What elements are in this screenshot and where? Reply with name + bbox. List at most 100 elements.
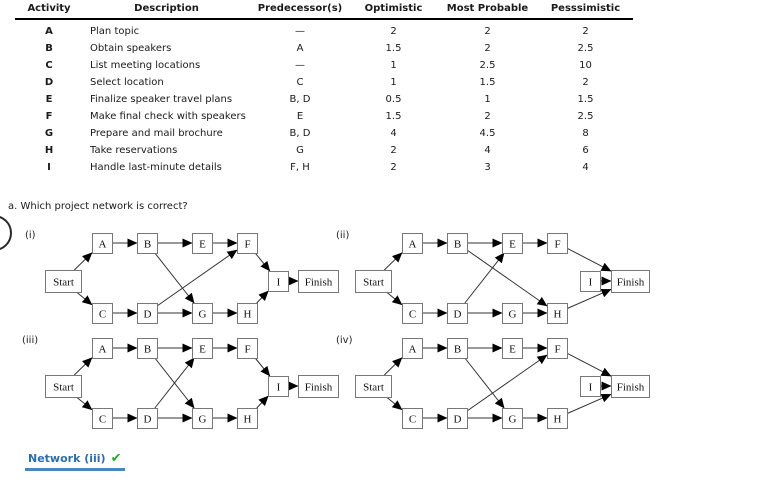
- most-probable-cell: 4: [484, 145, 491, 156]
- node-label-Start: Start: [53, 277, 74, 289]
- edge-Start-C: [386, 396, 403, 411]
- edge-D-F: [156, 249, 238, 307]
- most-probable-cell: 1: [484, 94, 491, 105]
- col-header-predecessor-s-: Predecessor(s): [250, 1, 350, 20]
- optimistic-cell: 0.5: [385, 94, 402, 105]
- node-B: [137, 338, 158, 359]
- node-H: [237, 303, 258, 324]
- node-label-I: I: [589, 382, 593, 394]
- node-label-I: I: [277, 277, 281, 289]
- node-B: [137, 233, 158, 254]
- edge-F-I: [254, 252, 271, 272]
- network-iv-label: (iv): [336, 335, 353, 346]
- node-label-I: I: [277, 382, 281, 394]
- answer-text: Network (iii): [28, 452, 106, 465]
- activity-cell: C: [45, 60, 53, 71]
- most-probable-cell: 2: [484, 43, 491, 54]
- pessimistic-cell: 2: [582, 26, 589, 37]
- edge-F-Finish: [566, 352, 612, 377]
- node-A: [92, 338, 113, 359]
- node-A: [402, 233, 423, 254]
- edge-H-I: [256, 395, 269, 409]
- predecessors-cell: C: [296, 77, 304, 88]
- node-G: [502, 408, 523, 429]
- col-header-most-probable: Most Probable: [437, 1, 538, 20]
- optimistic-cell: 2: [390, 145, 397, 156]
- network-iii-label: (iii): [22, 335, 39, 346]
- edge-B-G: [154, 252, 195, 304]
- activity-cell: I: [47, 162, 51, 173]
- node-I: [268, 271, 289, 292]
- node-label-A: A: [409, 344, 417, 356]
- network-ii-label: (ii): [336, 230, 350, 241]
- node-label-I: I: [589, 277, 593, 289]
- node-D: [447, 408, 468, 429]
- edge-H-Finish: [566, 393, 612, 415]
- optimistic-cell: 1: [390, 77, 397, 88]
- node-label-Start: Start: [363, 277, 384, 289]
- optimistic-cell: 1.5: [385, 43, 402, 54]
- node-H: [237, 408, 258, 429]
- node-label-C: C: [99, 414, 106, 426]
- node-label-Finish: Finish: [617, 382, 645, 394]
- node-F: [547, 338, 568, 359]
- node-label-Start: Start: [363, 382, 384, 394]
- node-Start: [45, 375, 82, 398]
- node-F: [547, 233, 568, 254]
- optimistic-cell: 1.5: [385, 111, 402, 122]
- node-C: [92, 408, 113, 429]
- pessimistic-cell: 10: [579, 60, 592, 71]
- activity-cell: B: [45, 43, 53, 54]
- edge-B-G: [464, 357, 505, 409]
- predecessors-cell: —: [295, 26, 305, 37]
- node-H: [547, 303, 568, 324]
- node-label-E: E: [509, 239, 516, 251]
- node-Start: [45, 270, 82, 293]
- col-header-optimistic: Optimistic: [350, 1, 437, 20]
- node-label-F: F: [554, 344, 560, 356]
- node-label-B: B: [144, 344, 151, 356]
- node-label-D: D: [454, 414, 462, 426]
- edge-B-G: [154, 357, 195, 409]
- node-label-G: G: [509, 309, 517, 321]
- edge-H-Finish: [566, 288, 612, 310]
- node-Start: [355, 375, 392, 398]
- node-A: [402, 338, 423, 359]
- node-label-G: G: [199, 309, 207, 321]
- node-label-C: C: [409, 414, 416, 426]
- description-cell: Select location: [90, 77, 164, 88]
- question-marker-circle: [0, 215, 12, 251]
- optimistic-cell: 2: [390, 162, 397, 173]
- pessimistic-cell: 2.5: [577, 111, 594, 122]
- predecessors-cell: —: [295, 60, 305, 71]
- edge-Start-C: [76, 396, 93, 411]
- node-label-E: E: [509, 344, 516, 356]
- question-text: a. Which project network is correct?: [8, 201, 188, 212]
- optimistic-cell: 2: [390, 26, 397, 37]
- description-cell: Obtain speakers: [90, 43, 172, 54]
- node-A: [92, 233, 113, 254]
- answer-link[interactable]: Network (iii)✔: [25, 451, 125, 471]
- node-G: [192, 408, 213, 429]
- node-E: [192, 338, 213, 359]
- most-probable-cell: 2.5: [479, 60, 496, 71]
- node-label-G: G: [509, 414, 517, 426]
- node-label-D: D: [454, 309, 462, 321]
- predecessors-cell: E: [296, 111, 304, 122]
- node-label-E: E: [199, 239, 206, 251]
- activity-cell: D: [44, 77, 54, 88]
- predecessors-cell: B, D: [289, 128, 311, 139]
- node-label-H: H: [244, 414, 252, 426]
- node-label-Finish: Finish: [617, 277, 645, 289]
- node-D: [137, 303, 158, 324]
- node-label-Start: Start: [53, 382, 74, 394]
- activity-cell: F: [45, 111, 53, 122]
